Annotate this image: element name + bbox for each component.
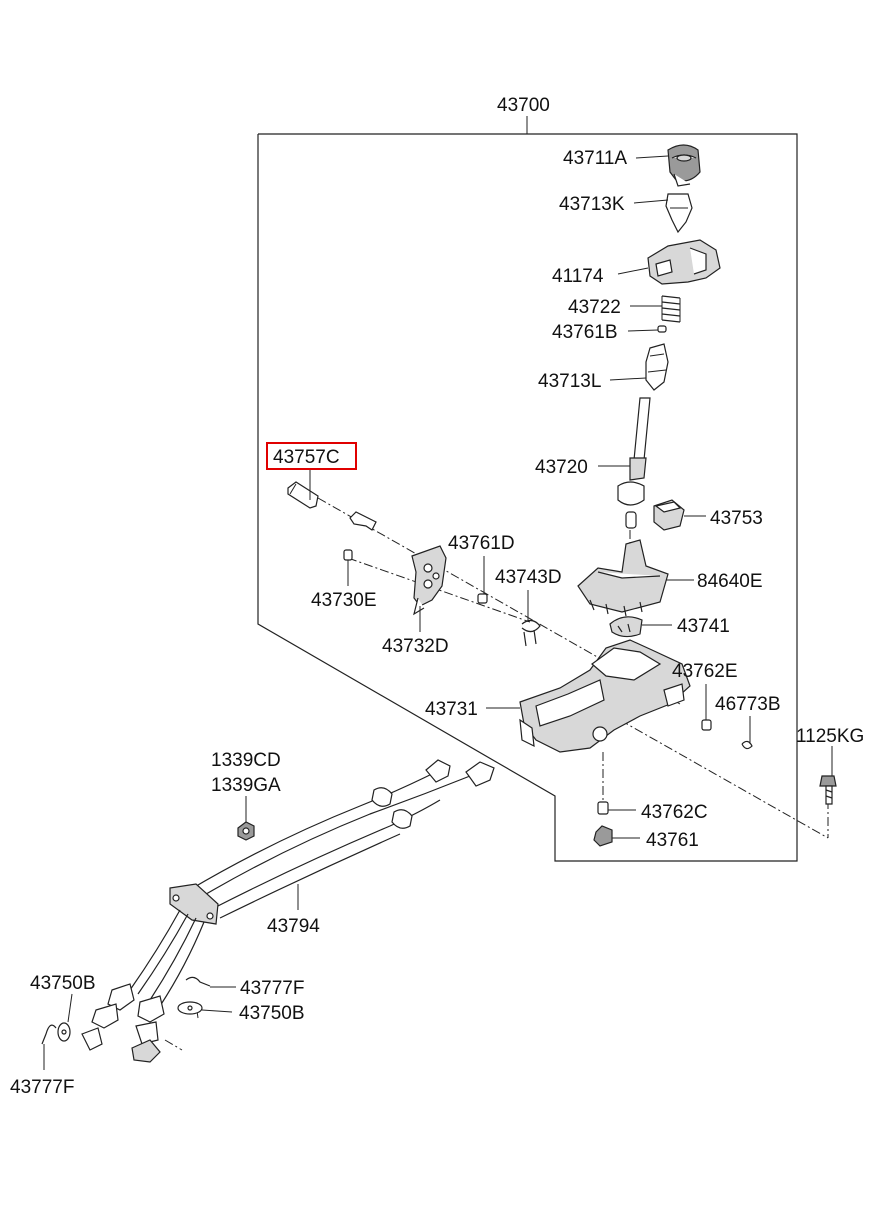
washer-43750b-right: [177, 1001, 203, 1015]
bushing-43753: [653, 499, 685, 531]
label-43722[interactable]: 43722: [568, 297, 621, 318]
label-43777f-right[interactable]: 43777F: [240, 978, 304, 999]
label-43761b[interactable]: 43761B: [552, 322, 618, 343]
label-43750b-right[interactable]: 43750B: [239, 1003, 305, 1024]
label-43713k[interactable]: 43713K: [559, 194, 625, 215]
label-43753[interactable]: 43753: [710, 508, 763, 529]
washer-43750b-left: [57, 1022, 71, 1042]
label-41174[interactable]: 41174: [552, 266, 604, 287]
bushing-43761d: [477, 593, 488, 604]
label-43762c[interactable]: 43762C: [641, 802, 708, 823]
bushing-43761b: [657, 325, 667, 333]
label-43741[interactable]: 43741: [677, 616, 730, 637]
clip-46773b: [741, 740, 753, 750]
clip-43777f-left: [41, 1024, 57, 1045]
shift-lever-43720: [617, 397, 651, 529]
bushing-43762c: [597, 801, 609, 815]
label-43731[interactable]: 43731: [425, 699, 478, 720]
label-43730e[interactable]: 43730E: [311, 590, 377, 611]
label-43761d[interactable]: 43761D: [448, 533, 515, 554]
label-43761[interactable]: 43761: [646, 830, 699, 851]
lever-housing-41174: [647, 239, 721, 285]
label-43711a[interactable]: 43711A: [563, 148, 627, 169]
bushing-43761: [593, 825, 613, 847]
shift-knob-43711a: [667, 144, 701, 187]
label-84640e[interactable]: 84640E: [697, 571, 763, 592]
ring-43741: [609, 616, 643, 638]
bracket-43732d: [411, 545, 447, 616]
label-43720[interactable]: 43720: [535, 457, 588, 478]
label-43713l[interactable]: 43713L: [538, 371, 601, 392]
highlight-box-43757c: [266, 442, 357, 470]
spring-43722: [661, 295, 681, 323]
pin-43757c: [287, 481, 377, 531]
leader-lines: [43, 155, 833, 1070]
label-43762e[interactable]: 43762E: [672, 661, 738, 682]
bushing-43730e: [343, 549, 353, 561]
label-43757c[interactable]: 43757C: [273, 447, 340, 468]
label-1339cd[interactable]: 1339CD: [211, 750, 281, 771]
label-43750b-left[interactable]: 43750B: [30, 973, 96, 994]
label-1339ga[interactable]: 1339GA: [211, 775, 281, 796]
shift-boot-84640e: [577, 539, 669, 617]
label-1125kg[interactable]: 1125KG: [796, 726, 864, 747]
bushing-43762e: [701, 719, 712, 731]
bolt-1125kg: [819, 775, 837, 805]
assembly-frame: [257, 116, 798, 862]
label-43700[interactable]: 43700: [497, 95, 550, 116]
lever-base-housing-43731: [519, 639, 691, 753]
spring-43743d: [521, 619, 541, 647]
label-43777f-left[interactable]: 43777F: [10, 1077, 74, 1098]
clip-43777f-right: [185, 976, 211, 987]
shift-cable-assy-43794: [81, 759, 495, 1063]
label-46773b[interactable]: 46773B: [715, 694, 781, 715]
label-43743d[interactable]: 43743D: [495, 567, 562, 588]
nut-1339cd-1339ga: [237, 821, 255, 841]
part-labels: 43700 43711A 43713K 41174 43722 43761B 4…: [10, 95, 864, 1098]
sleeve-43713l: [645, 343, 669, 391]
label-43794[interactable]: 43794: [267, 916, 320, 937]
label-43732d[interactable]: 43732D: [382, 636, 449, 657]
boot-retainer-43713k: [665, 193, 693, 234]
